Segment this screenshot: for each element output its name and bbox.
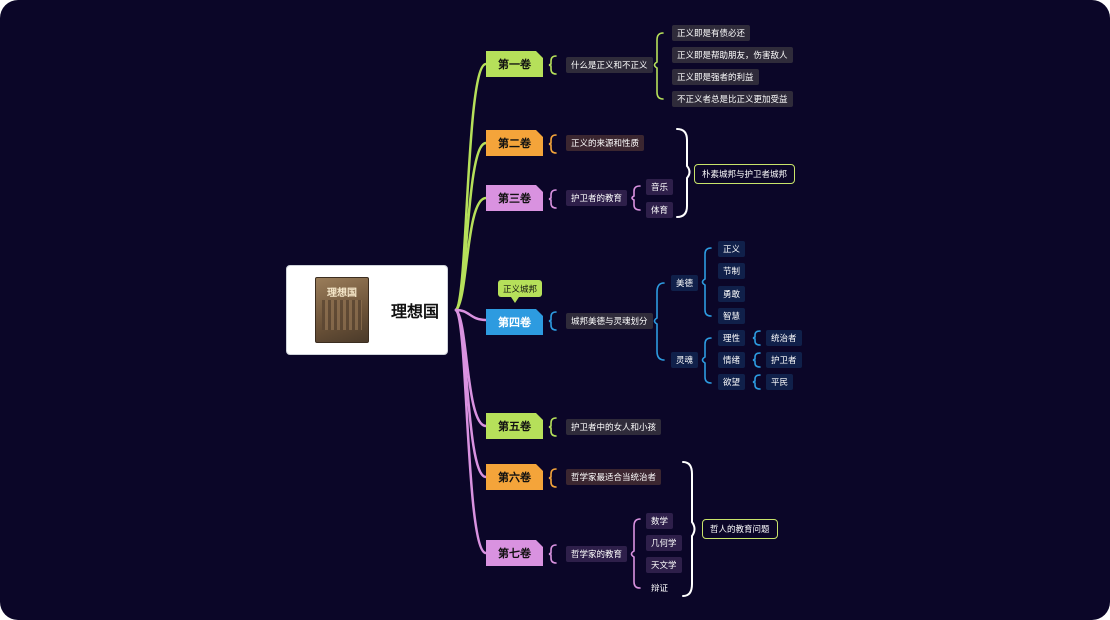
volume-6-node[interactable]: 第六卷 [486, 464, 543, 490]
brace-reason [752, 330, 761, 346]
volume-7-item[interactable]: 天文学 [646, 557, 682, 573]
volume-3-item[interactable]: 体育 [646, 202, 674, 218]
volume-7-item[interactable]: 几何学 [646, 535, 682, 551]
volume-2-node[interactable]: 第二卷 [486, 130, 543, 156]
virtue-item[interactable]: 节制 [718, 263, 746, 279]
brace-vol4 [548, 311, 557, 331]
virtue-item[interactable]: 勇敢 [718, 286, 746, 302]
brace-vol2 [548, 134, 557, 154]
volume-6-topic[interactable]: 哲学家最适合当统治者 [566, 469, 662, 485]
volume-1-topic[interactable]: 什么是正义和不正义 [566, 57, 653, 73]
brace-desire [752, 374, 761, 390]
summary-brace-vol2-3 [676, 128, 691, 218]
volume-2-topic[interactable]: 正义的来源和性质 [566, 135, 645, 151]
virtue-item[interactable]: 智慧 [718, 308, 746, 324]
volume-1-item[interactable]: 正义即是有债必还 [672, 25, 751, 41]
soul-role[interactable]: 统治者 [766, 330, 802, 346]
volume-5-node[interactable]: 第五卷 [486, 413, 543, 439]
brace-vol5 [548, 417, 557, 437]
volume-1-item[interactable]: 正义即是帮助朋友，伤害敌人 [672, 47, 793, 63]
brace-virtue [701, 247, 712, 317]
soul-part[interactable]: 理性 [718, 330, 746, 346]
branch-line-vol3 [454, 196, 488, 312]
brace-vol3 [548, 189, 557, 209]
soul-role[interactable]: 护卫者 [766, 352, 802, 368]
volume-1-item[interactable]: 正义即是强者的利益 [672, 69, 759, 85]
brace-vol6 [548, 468, 557, 488]
book-cover-image: 理想国 [315, 277, 369, 343]
brace-vol3-items [631, 185, 641, 211]
volume-4-node[interactable]: 第四卷 [486, 309, 543, 335]
soul-part[interactable]: 欲望 [718, 374, 746, 390]
brace-vol1 [548, 55, 557, 75]
volume-5-topic[interactable]: 护卫者中的女人和小孩 [566, 419, 662, 435]
book-cover-title: 理想国 [327, 288, 357, 299]
book-cover-art [322, 300, 362, 330]
virtue-item[interactable]: 正义 [718, 241, 746, 257]
volume-7-item[interactable]: 数学 [646, 513, 674, 529]
volume-3-item[interactable]: 音乐 [646, 179, 674, 195]
volume-7-node[interactable]: 第七卷 [486, 540, 543, 566]
soul-part[interactable]: 情绪 [718, 352, 746, 368]
volume-1-item[interactable]: 不正义者总是比正义更加受益 [672, 91, 793, 107]
volume-3-node[interactable]: 第三卷 [486, 185, 543, 211]
brace-vol1-items [653, 32, 664, 100]
virtue-node[interactable]: 美德 [671, 275, 699, 291]
summary-vol6-7[interactable]: 哲人的教育问题 [702, 519, 778, 539]
brace-vol7-items [630, 518, 641, 589]
brace-vol4-topic [653, 282, 665, 361]
volume-3-topic[interactable]: 护卫者的教育 [566, 190, 628, 206]
root-title: 理想国 [391, 302, 440, 321]
branch-line-vol4 [454, 308, 488, 322]
brace-soul [701, 337, 712, 384]
brace-vol7 [548, 544, 557, 564]
branch-line-vol7 [454, 308, 488, 555]
volume-4-callout[interactable]: 正义城邦 [498, 280, 543, 303]
summary-brace-vol6-7 [682, 461, 696, 597]
root-node[interactable]: 理想国 理想国 [286, 265, 448, 355]
volume-4-topic[interactable]: 城邦美德与灵魂划分 [566, 313, 653, 329]
summary-vol2-3[interactable]: 朴素城邦与护卫者城邦 [694, 164, 796, 184]
volume-7-item[interactable]: 辩证 [651, 584, 669, 594]
brace-emotion [752, 352, 761, 368]
soul-node[interactable]: 灵魂 [671, 352, 699, 368]
volume-1-node[interactable]: 第一卷 [486, 51, 543, 77]
volume-7-topic[interactable]: 哲学家的教育 [566, 546, 628, 562]
soul-role[interactable]: 平民 [766, 374, 794, 390]
